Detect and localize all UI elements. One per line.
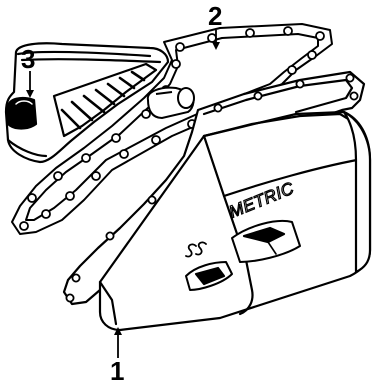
leader-arrow-1 (114, 327, 122, 335)
transmission-filter (4, 42, 170, 164)
leader-arrow-2 (212, 42, 220, 50)
callout-2: 2 (208, 1, 222, 50)
callout-label-1: 1 (110, 356, 124, 381)
transmission-oil-pan (62, 70, 372, 332)
callout-label-3: 3 (21, 44, 35, 74)
callout-label-2: 2 (208, 1, 222, 31)
callout-1: 1 (110, 327, 124, 381)
leader-arrow-3 (26, 90, 34, 98)
callout-3: 3 (21, 44, 35, 98)
filter-pickup-tube (146, 86, 195, 120)
